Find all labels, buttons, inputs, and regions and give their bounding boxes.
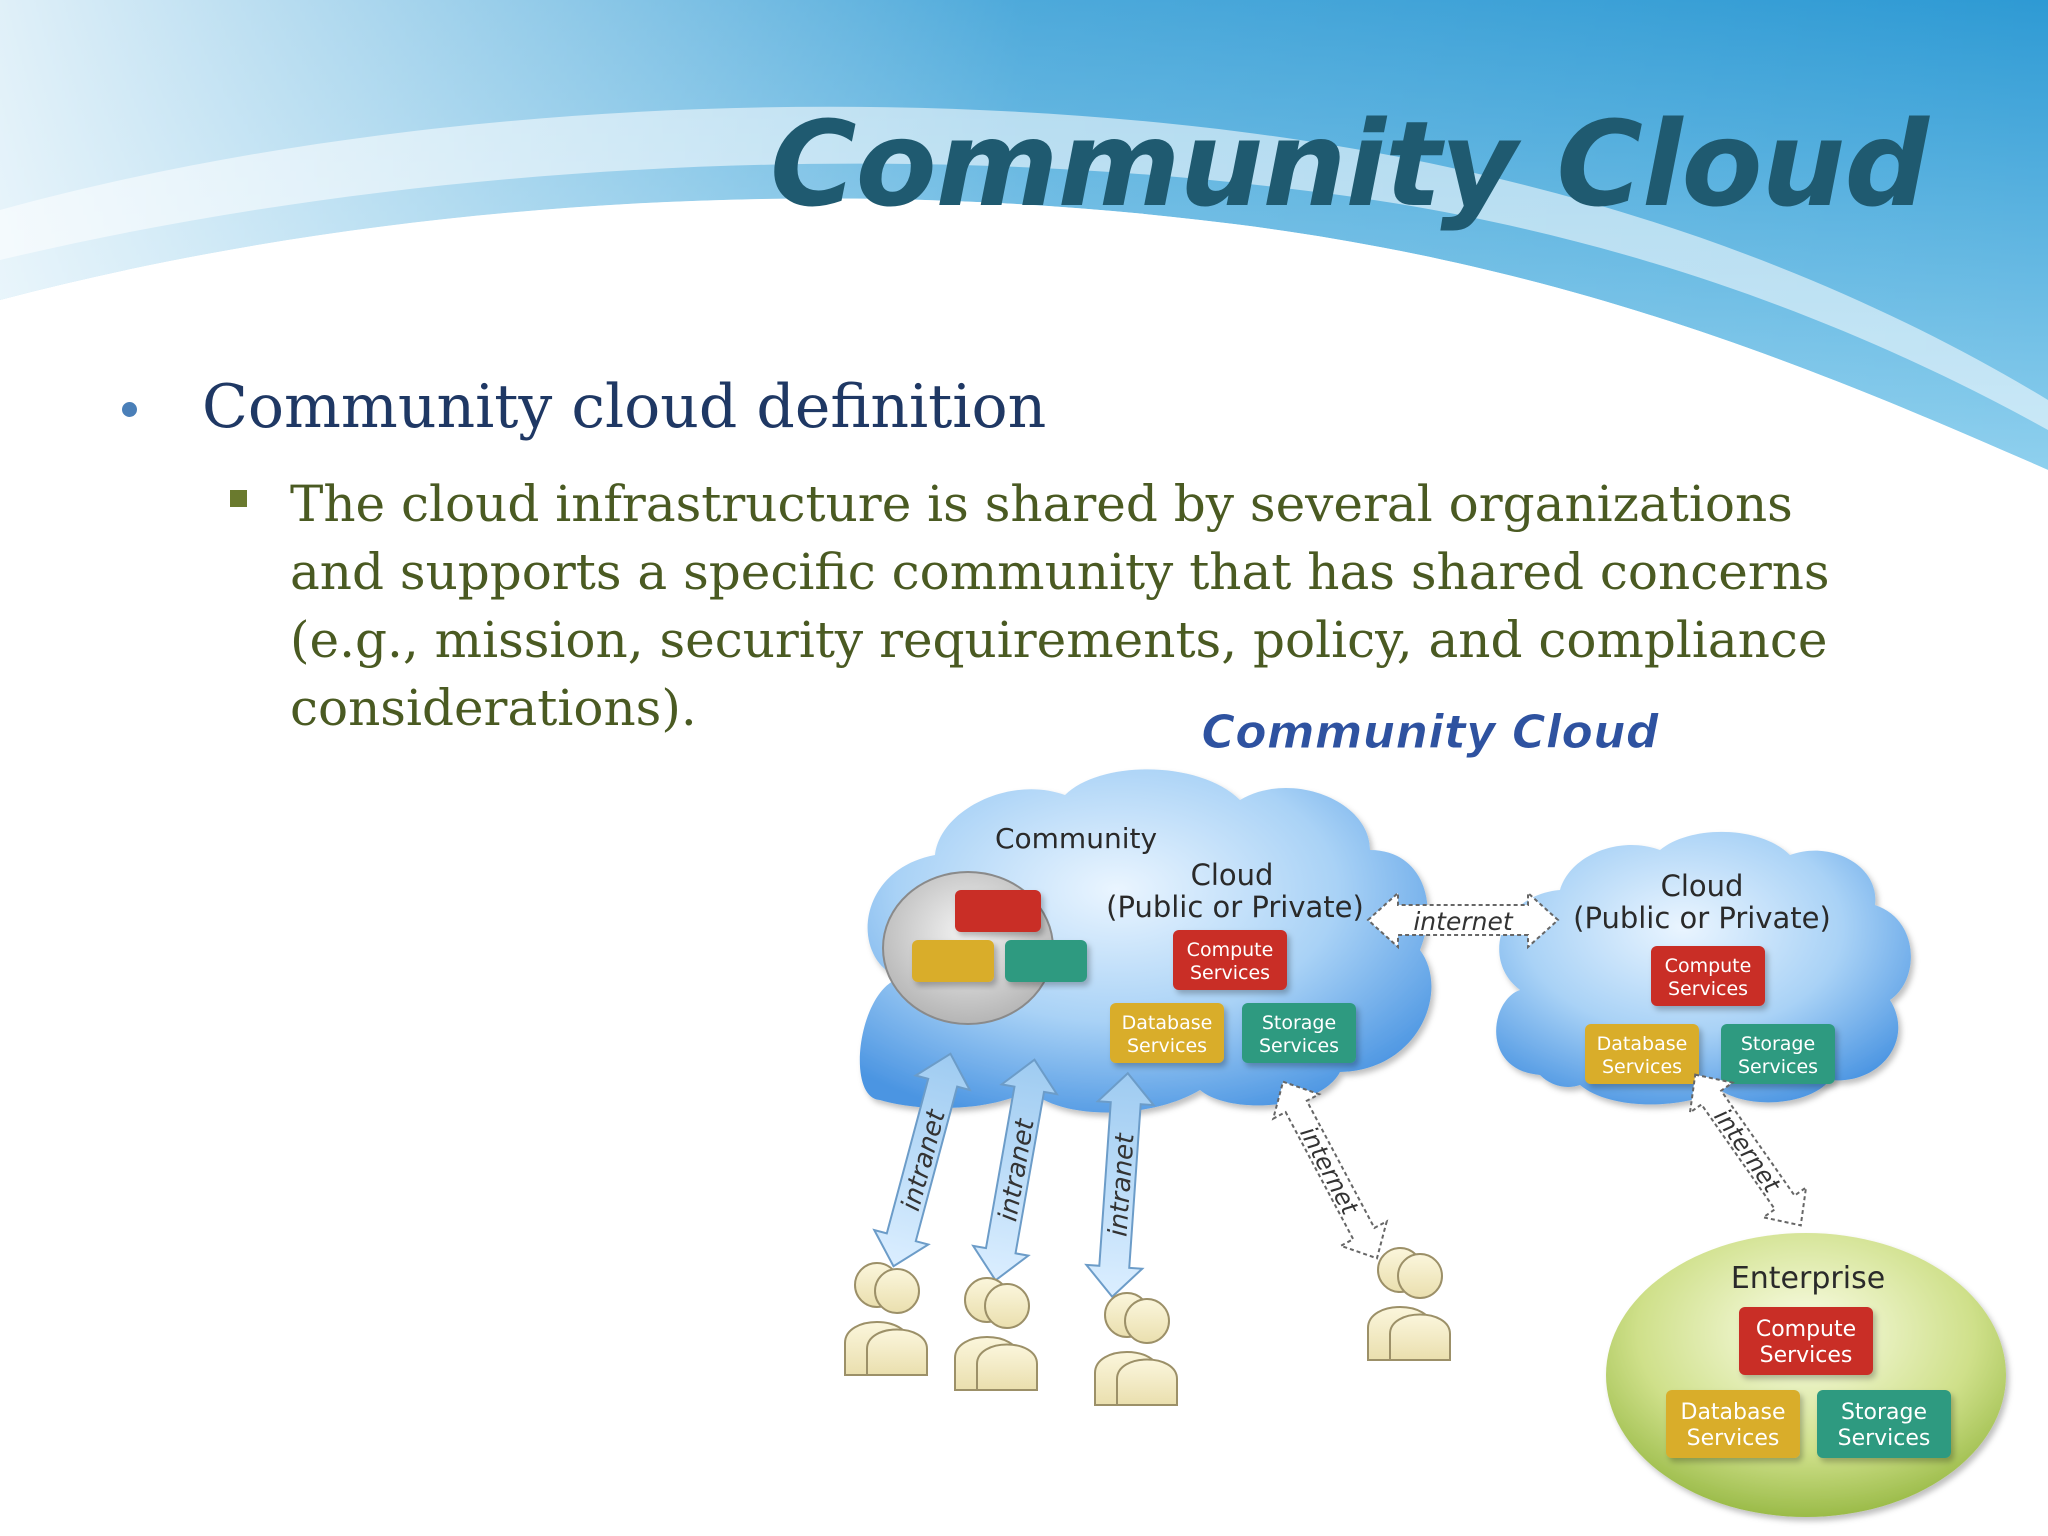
database-label-line1: Database: [1597, 1033, 1688, 1055]
storage-label-line2: Services: [1738, 1056, 1818, 1078]
member-red-block: [955, 890, 1041, 932]
other-cloud-type: (Public or Private): [1573, 901, 1831, 935]
internet-label: internet: [1294, 1122, 1364, 1221]
compute-label-line2: Services: [1668, 978, 1748, 1000]
community-cloud-type: (Public or Private): [1106, 890, 1364, 924]
intranet-label: intranet: [896, 1106, 952, 1214]
community-storage-box: Storage Services: [1242, 1003, 1356, 1063]
enterprise-label: Enterprise: [1731, 1261, 1885, 1296]
compute-label-line2: Services: [1760, 1343, 1853, 1368]
other-database-box: Database Services: [1585, 1024, 1699, 1084]
user-group-icon: [844, 1262, 928, 1376]
user-group-icon: [954, 1277, 1038, 1391]
enterprise-compute-box: Compute Services: [1739, 1307, 1873, 1375]
compute-label-line2: Services: [1190, 962, 1270, 984]
bullet-text: Community cloud definition: [202, 372, 1047, 442]
internet-arrow-clouds: internet: [1366, 890, 1560, 950]
member-green-block: [1005, 940, 1087, 982]
storage-label-line1: Storage: [1262, 1012, 1336, 1034]
enterprise-database-box: Database Services: [1666, 1390, 1800, 1458]
storage-label-line1: Storage: [1741, 1033, 1815, 1055]
compute-label-line1: Compute: [1756, 1317, 1856, 1342]
community-label: Community: [995, 822, 1157, 855]
user-group-icon: [1367, 1247, 1451, 1361]
database-label-line2: Services: [1127, 1035, 1207, 1057]
intranet-arrow-3: intranet: [1084, 1071, 1156, 1299]
database-label-line1: Database: [1122, 1012, 1213, 1034]
database-label-line2: Services: [1687, 1426, 1780, 1451]
community-compute-box: Compute Services: [1173, 930, 1287, 990]
member-yellow-block: [912, 940, 994, 982]
enterprise-storage-box: Storage Services: [1817, 1390, 1951, 1458]
other-storage-box: Storage Services: [1721, 1024, 1835, 1084]
internet-label: internet: [1708, 1104, 1787, 1199]
compute-label-line1: Compute: [1665, 955, 1752, 977]
community-database-box: Database Services: [1110, 1003, 1224, 1063]
community-cloud-label: Cloud: [1191, 858, 1274, 892]
compute-label-line1: Compute: [1187, 939, 1274, 961]
bullet-dot-icon: [122, 402, 137, 417]
user-group-icon: [1094, 1292, 1178, 1406]
storage-label-line2: Services: [1838, 1426, 1931, 1451]
intranet-label: intranet: [1103, 1132, 1140, 1238]
slide-title: Community Cloud: [769, 95, 1929, 233]
other-cloud-label: Cloud: [1661, 869, 1744, 903]
storage-label-line1: Storage: [1841, 1400, 1927, 1425]
square-bullet-icon: [230, 490, 247, 507]
storage-label-line2: Services: [1259, 1035, 1339, 1057]
database-label-line2: Services: [1602, 1056, 1682, 1078]
internet-label: internet: [1413, 907, 1513, 936]
diagram-title: Community Cloud: [1201, 705, 1659, 759]
database-label-line1: Database: [1681, 1400, 1786, 1425]
sub-bullet-text: The cloud infrastructure is shared by se…: [290, 475, 1830, 737]
internet-arrow-user: internet: [1271, 1080, 1389, 1260]
other-compute-box: Compute Services: [1651, 946, 1765, 1006]
